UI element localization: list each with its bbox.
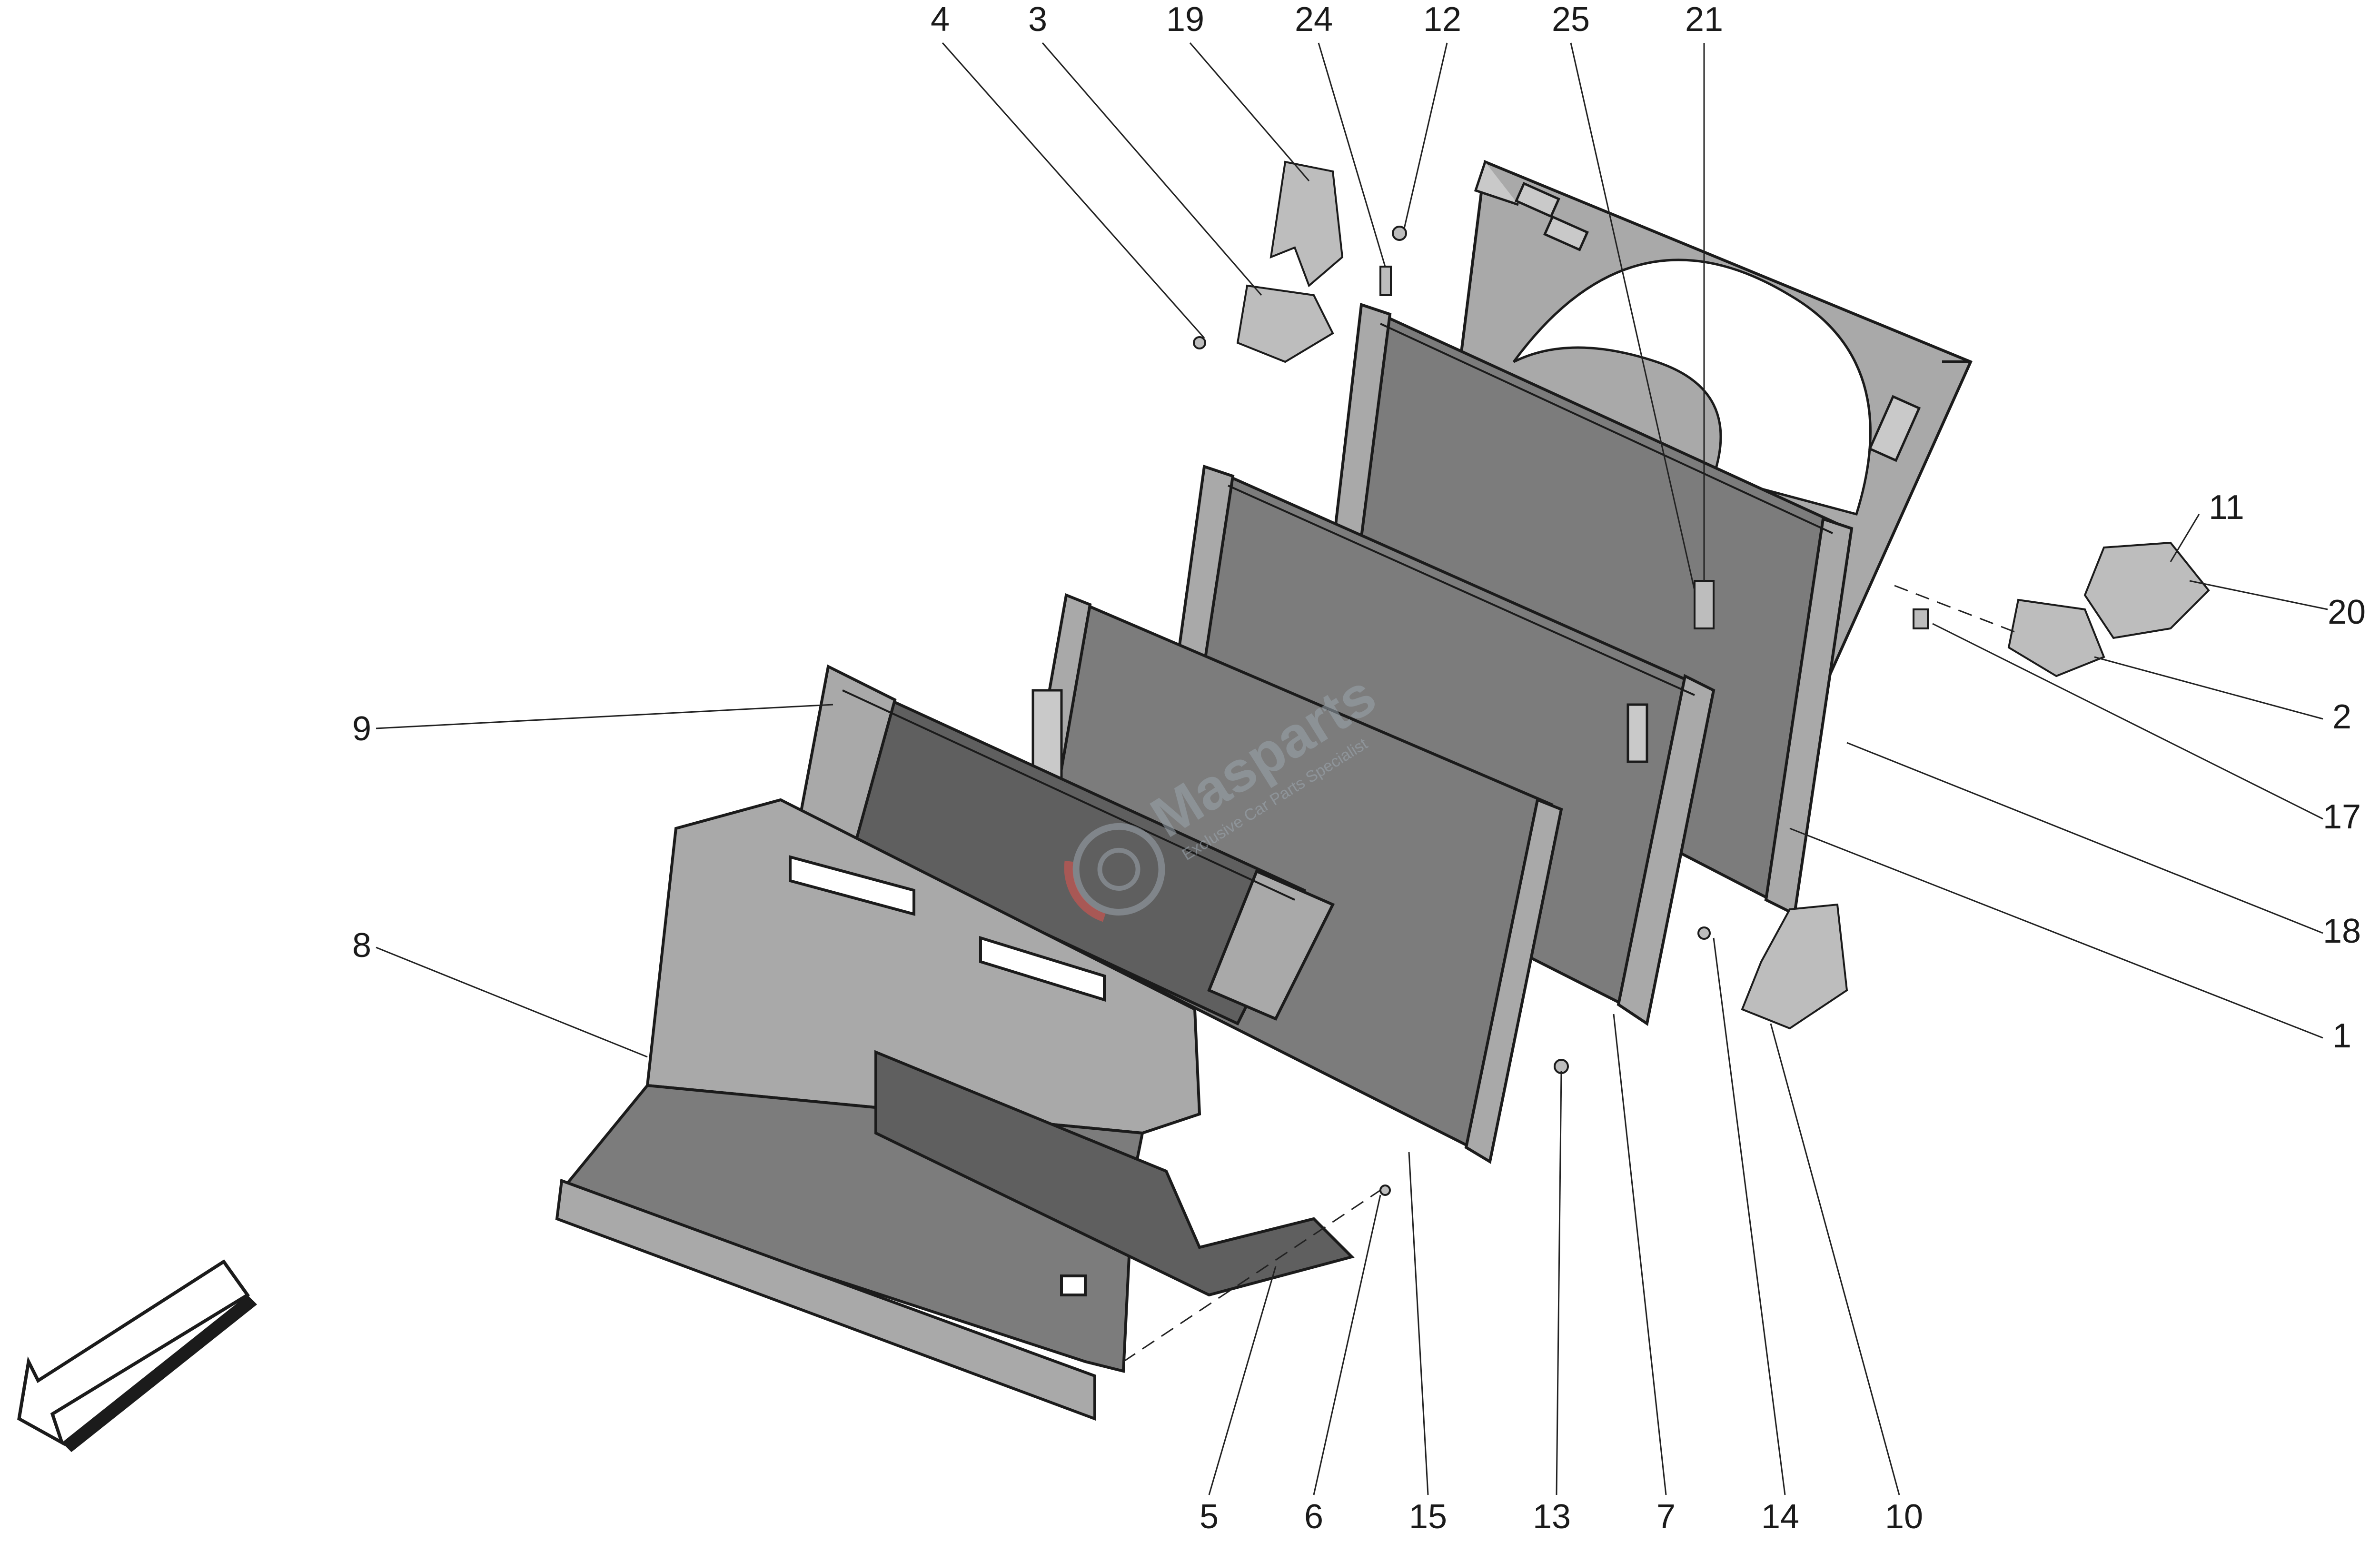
air-duct bbox=[555, 798, 1355, 1421]
brake-disc-logo-icon bbox=[1064, 823, 1165, 922]
callout-12: 12 bbox=[1423, 0, 1461, 39]
intercooler-frame bbox=[798, 664, 1335, 1025]
bracket-right bbox=[1379, 541, 2210, 1196]
callout-21: 21 bbox=[1685, 0, 1723, 39]
callout-2: 2 bbox=[2332, 698, 2351, 736]
bracket-upper-left bbox=[1193, 160, 1407, 363]
callout-7: 7 bbox=[1656, 1498, 1676, 1536]
callout-4: 4 bbox=[931, 0, 950, 39]
front-direction-arrow-icon bbox=[17, 1259, 257, 1452]
callout-1: 1 bbox=[2332, 1017, 2351, 1055]
callout-numbers: 4 3 19 24 12 25 21 11 20 2 17 18 1 9 8 5… bbox=[352, 0, 2366, 1536]
callout-3: 3 bbox=[1028, 0, 1047, 39]
callout-11: 11 bbox=[2209, 488, 2244, 527]
callout-14: 14 bbox=[1761, 1498, 1799, 1536]
callout-18: 18 bbox=[2323, 912, 2361, 950]
callout-5: 5 bbox=[1200, 1498, 1219, 1536]
callout-19: 19 bbox=[1166, 0, 1204, 39]
callout-17: 17 bbox=[2323, 798, 2361, 836]
condenser-front bbox=[1007, 593, 1563, 1164]
callout-15: 15 bbox=[1409, 1498, 1447, 1536]
callout-6: 6 bbox=[1304, 1498, 1323, 1536]
callout-8: 8 bbox=[352, 926, 371, 965]
callout-10: 10 bbox=[1885, 1498, 1923, 1536]
leader-lines bbox=[376, 42, 2328, 1495]
callout-20: 20 bbox=[2328, 593, 2366, 631]
callout-24: 24 bbox=[1295, 0, 1333, 39]
callout-25: 25 bbox=[1552, 0, 1590, 39]
callout-9: 9 bbox=[352, 710, 371, 748]
callout-13: 13 bbox=[1533, 1498, 1571, 1536]
